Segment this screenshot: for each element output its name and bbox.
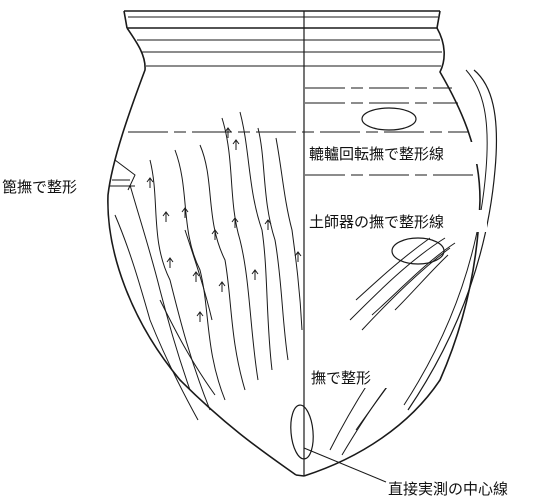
wheel-lines (128, 87, 476, 176)
ellipse-wheel-line (361, 107, 417, 131)
label-center-line: 直接実測の中心線 (388, 480, 508, 498)
haji-smoothing-strokes (349, 237, 456, 331)
direction-arrows (146, 127, 302, 322)
label-wheel-smoothing: 轆轤回転撫で整形線 (309, 145, 444, 163)
spatula-scars (112, 111, 303, 421)
neck-bands (128, 16, 442, 67)
vessel-outline (107, 10, 498, 477)
ellipse-haji-line (391, 237, 445, 265)
label-knockouts (307, 142, 487, 388)
leader-lines (110, 185, 387, 483)
ellipse-center-line (290, 404, 314, 460)
label-haji-smoothing: 土師器の撫で整形線 (309, 213, 444, 231)
label-smoothing: 撫で整形 (311, 369, 371, 387)
label-spatula-smoothing: 篦撫で整形 (2, 178, 77, 196)
